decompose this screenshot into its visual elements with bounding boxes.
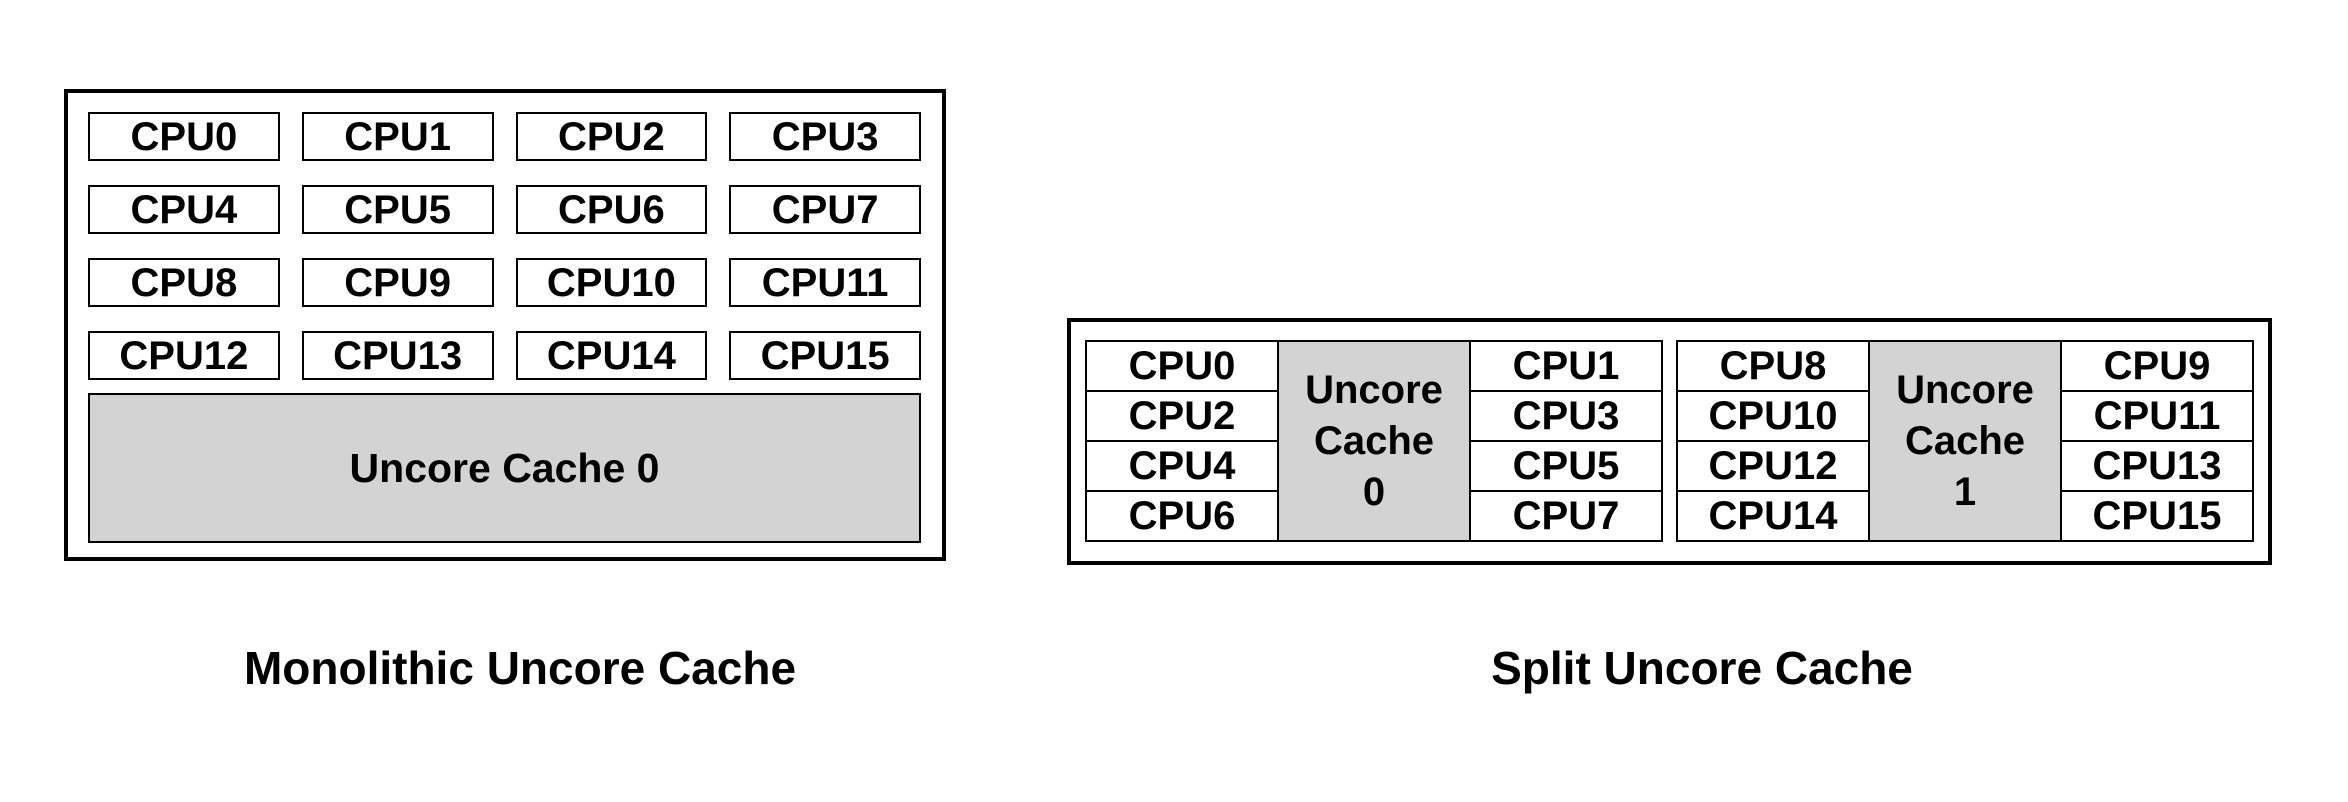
cpu-cell-11: CPU11	[2062, 392, 2252, 440]
cpu-box-11: CPU11	[729, 258, 921, 307]
cpu-box-15: CPU15	[729, 331, 921, 380]
cpu-cell-1: CPU1	[1471, 342, 1661, 390]
cpu-cell-13: CPU13	[2062, 442, 2252, 490]
split-caption: Split Uncore Cache	[1491, 642, 1913, 694]
cpu-cell-10: CPU10	[1678, 392, 1868, 440]
monolithic-diagram: CPU0 CPU1 CPU2 CPU3 CPU4 CPU5 CPU6 CPU7 …	[64, 89, 946, 561]
cache-line: Uncore	[1896, 367, 2034, 412]
cache-line: 1	[1953, 469, 1977, 514]
cpu-box-12: CPU12	[88, 331, 280, 380]
cpu-box-1: CPU1	[301, 112, 494, 161]
cpu-cell-4: CPU4	[1087, 442, 1277, 490]
split-group-0: CPU0 CPU2 CPU4 CPU6 Uncore Cache 0 CPU1 …	[1085, 340, 1663, 542]
split-group-1: CPU8 CPU10 CPU12 CPU14 Uncore Cache 1 CP…	[1676, 340, 2254, 542]
cpu-cell-6: CPU6	[1087, 492, 1277, 540]
cpu-box-9: CPU9	[301, 258, 494, 307]
cache-line: Cache	[1313, 418, 1435, 463]
cpu-cell-15: CPU15	[2062, 492, 2252, 540]
cpu-cell-2: CPU2	[1087, 392, 1277, 440]
cpu-box-2: CPU2	[515, 112, 708, 161]
cache-line: Cache	[1904, 418, 2026, 463]
uncore-cache-1-cell: Uncore Cache 1	[1870, 342, 2060, 540]
cpu-cell-12: CPU12	[1678, 442, 1868, 490]
cpu-cell-5: CPU5	[1471, 442, 1661, 490]
cpu-box-5: CPU5	[301, 185, 494, 234]
cpu-box-0: CPU0	[88, 112, 280, 161]
cpu-box-8: CPU8	[88, 258, 280, 307]
cpu-cell-0: CPU0	[1087, 342, 1277, 390]
cpu-box-7: CPU7	[729, 185, 921, 234]
cpu-box-14: CPU14	[515, 331, 708, 380]
monolithic-cpu-grid: CPU0 CPU1 CPU2 CPU3 CPU4 CPU5 CPU6 CPU7 …	[88, 112, 921, 380]
cpu-box-4: CPU4	[88, 185, 280, 234]
cache-line: Uncore	[1305, 367, 1443, 412]
cpu-cell-3: CPU3	[1471, 392, 1661, 440]
cpu-box-10: CPU10	[515, 258, 708, 307]
uncore-cache-0-cell: Uncore Cache 0	[1279, 342, 1469, 540]
cpu-box-13: CPU13	[301, 331, 494, 380]
cpu-cell-9: CPU9	[2062, 342, 2252, 390]
split-diagram: CPU0 CPU2 CPU4 CPU6 Uncore Cache 0 CPU1 …	[1067, 318, 2272, 565]
cpu-box-3: CPU3	[729, 112, 921, 161]
cache-line: 0	[1362, 469, 1386, 514]
cpu-cell-7: CPU7	[1471, 492, 1661, 540]
uncore-cache-0-box: Uncore Cache 0	[88, 393, 921, 543]
cpu-cell-8: CPU8	[1678, 342, 1868, 390]
cpu-box-6: CPU6	[515, 185, 708, 234]
cpu-cell-14: CPU14	[1678, 492, 1868, 540]
monolithic-caption: Monolithic Uncore Cache	[243, 642, 797, 694]
